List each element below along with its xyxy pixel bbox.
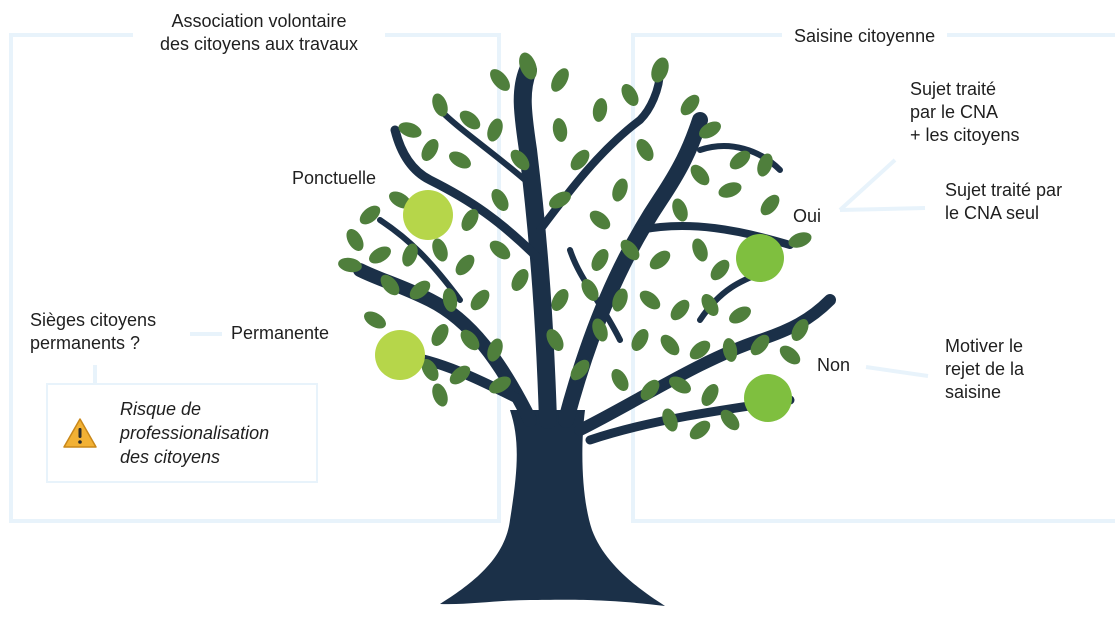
- warning-icon: [63, 418, 97, 448]
- oui-option2-line2: le CNA seul: [945, 203, 1040, 223]
- sieges-question: Sièges citoyens permanents ?: [30, 309, 157, 355]
- left-title-line1: Association volontaire: [171, 11, 347, 31]
- oui-option2-line1: Sujet traité par: [945, 180, 1063, 200]
- apple-non: [744, 374, 792, 422]
- oui-option2: Sujet traité par le CNA seul: [945, 179, 1063, 225]
- branch-ponctuelle-label: Ponctuelle: [292, 167, 377, 190]
- warning-text: Risque de professionalisation des citoye…: [120, 397, 269, 469]
- warning-line3: des citoyens: [120, 447, 221, 467]
- connector-oui-option1: [838, 158, 897, 212]
- left-title-line2: des citoyens aux travaux: [159, 34, 359, 54]
- right-section-title: Saisine citoyenne: [782, 25, 948, 48]
- branch-oui-label: Oui: [793, 205, 822, 228]
- tree-trunk: [440, 410, 665, 606]
- connector-non-outcome: [865, 365, 929, 378]
- oui-option1: Sujet traité par le CNA + les citoyens: [910, 78, 1020, 147]
- non-outcome: Motiver le rejet de la saisine: [945, 335, 1025, 404]
- apple-oui: [736, 234, 784, 282]
- oui-option1-line2: par le CNA: [910, 102, 999, 122]
- apple-ponctuelle: [403, 190, 453, 240]
- non-outcome-line1: Motiver le: [945, 336, 1024, 356]
- branch-non-label: Non: [817, 354, 851, 377]
- apple-permanente: [375, 330, 425, 380]
- warning-line2: professionalisation: [120, 423, 270, 443]
- branch-permanente-label: Permanente: [231, 322, 330, 345]
- oui-option1-line3: + les citoyens: [910, 125, 1020, 145]
- warning-line1: Risque de: [120, 399, 202, 419]
- connector-oui-option2: [839, 206, 926, 212]
- connector-lines: [93, 158, 929, 384]
- warning-callout: Risque de professionalisation des citoye…: [46, 383, 318, 483]
- apples: [375, 190, 792, 422]
- oui-option1-line1: Sujet traité: [910, 79, 997, 99]
- non-outcome-line3: saisine: [945, 382, 1002, 402]
- sieges-line2: permanents ?: [30, 333, 141, 353]
- sieges-line1: Sièges citoyens: [30, 310, 157, 330]
- tree-leaves: [338, 52, 812, 440]
- left-section-title: Association volontaire des citoyens aux …: [133, 10, 385, 56]
- non-outcome-line2: rejet de la: [945, 359, 1025, 379]
